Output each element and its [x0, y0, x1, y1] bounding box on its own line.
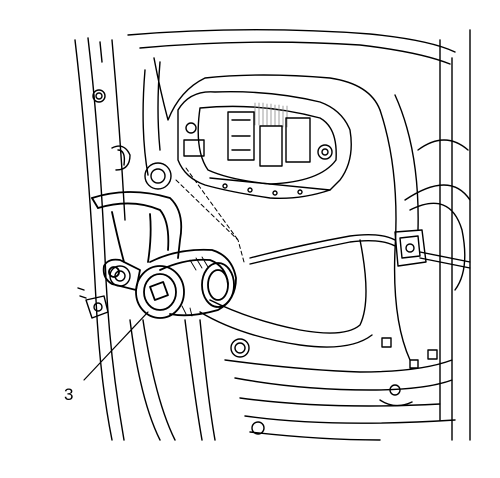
actuator-rod [249, 233, 471, 269]
lock-cylinder [91, 167, 245, 319]
door-pillar [74, 37, 216, 441]
callout-3-leader [83, 311, 149, 381]
rod-clip [394, 229, 427, 267]
callout-label-3: 3 [64, 385, 74, 404]
door-inner-panel [127, 29, 471, 441]
handle-opening [177, 91, 352, 200]
pillar-boss [109, 162, 172, 287]
